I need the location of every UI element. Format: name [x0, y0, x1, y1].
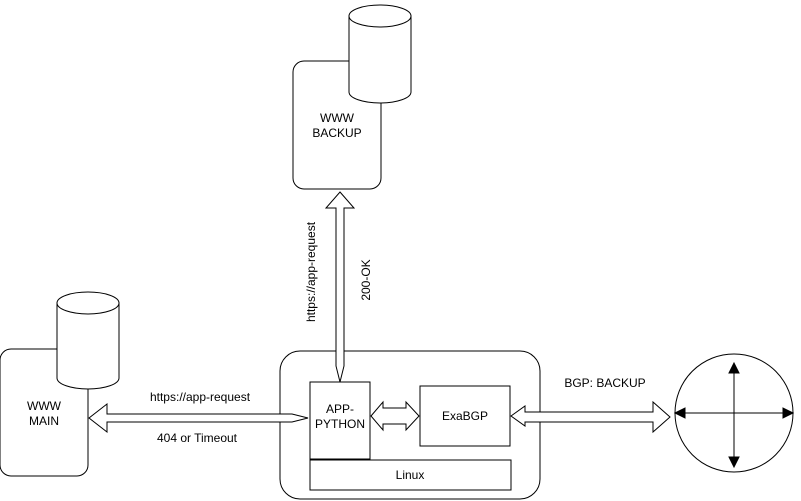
bgp-label: BGP: BACKUP: [564, 376, 645, 390]
main-request-label: https://app-request: [150, 390, 251, 404]
linux-node[interactable]: Linux: [309, 459, 512, 491]
backup-response-label: 200-OK: [359, 259, 373, 300]
app-python-label-line2: PYTHON: [315, 417, 365, 431]
exabgp-label: ExaBGP: [442, 409, 488, 423]
www-backup-label-line1: WWW: [320, 111, 355, 125]
app-exabgp-link-arrow[interactable]: [370, 400, 420, 432]
exabgp-box: [419, 385, 511, 447]
www-main-database-icon: [56, 291, 120, 390]
www-main-node[interactable]: WWW MAIN: [0, 291, 120, 477]
www-backup-database-icon: [348, 4, 412, 104]
app-python-label-line1: APP-: [326, 402, 354, 416]
app-python-node[interactable]: APP- PYTHON: [309, 381, 371, 460]
linux-box: [309, 459, 512, 491]
router-icon: [673, 361, 795, 469]
www-backup-label-line2: BACKUP: [312, 126, 361, 140]
www-main-label-line1: WWW: [27, 399, 62, 413]
www-main-label-line2: MAIN: [29, 414, 59, 428]
main-response-label: 404 or Timeout: [157, 431, 238, 445]
backup-link-arrow[interactable]: [324, 191, 356, 383]
www-backup-node[interactable]: WWW BACKUP: [292, 4, 412, 190]
router-node[interactable]: [673, 353, 795, 473]
main-link-arrow[interactable]: [88, 402, 309, 434]
backup-request-label: https://app-request: [304, 221, 318, 322]
exabgp-node[interactable]: ExaBGP: [419, 385, 511, 447]
linux-label: Linux: [396, 468, 425, 482]
bgp-link-arrow[interactable]: [510, 400, 671, 434]
